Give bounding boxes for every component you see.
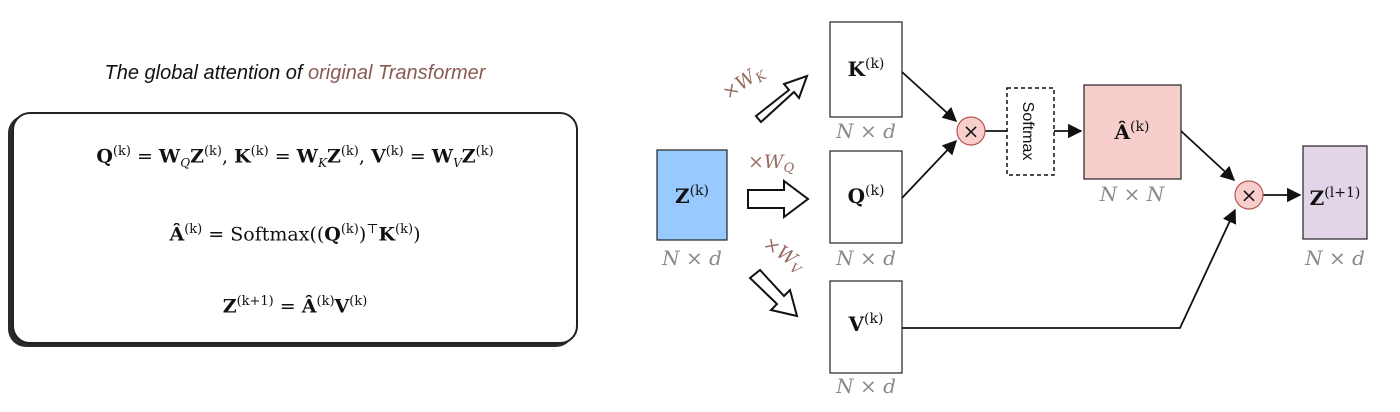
multiply-op-2 [1234,180,1264,210]
output-box [1302,145,1368,240]
v-dim: N × d [835,374,896,398]
caption-highlight: original Transformer [308,62,486,84]
wq-label: ×WQ [748,151,794,176]
caption-text: The global attention of [104,62,308,84]
k-dim: N × d [835,119,896,143]
wk-arrow [754,74,809,124]
attention-matrix-dim: N × N [1099,182,1166,206]
q-label: Q(k) [848,183,885,208]
figure-caption: The global attention of original Transfo… [0,62,590,85]
multiply-op-1 [956,116,986,146]
attention-diagram: Z(k) N × d K(k) N × d Q(k) N × d V(k) N … [656,21,1368,398]
equation-qkv: Q(k) = WQZ(k), K(k) = WKZ(k), V(k) = WVZ… [96,144,494,171]
equation-attention: Â(k) = Softmax((Q(k))⊤K(k)) [169,222,421,246]
softmax-label: Softmax [1019,102,1036,161]
k-box [829,21,903,118]
q-box [829,150,903,244]
v-label: V(k) [848,311,884,336]
q-to-mul-arrow [901,139,957,199]
multiply-op-1-symbol: × [963,119,980,143]
output-label: Z(l+1) [1310,185,1361,210]
z-input-box [656,149,728,241]
multiply-op-2-symbol: × [1241,183,1258,207]
v-to-mul-arrow [902,208,1237,329]
wv-arrow [748,268,799,318]
attention-matrix-box [1083,84,1182,180]
v-box [829,280,903,374]
z-input-dim: N × d [661,246,722,270]
z-input-label: Z(k) [675,183,709,208]
attention-matrix-label: Â(k) [1114,119,1150,144]
wk-label: ×WK [718,59,770,106]
wq-arrow [747,179,810,219]
wv-label: ×WV [757,232,809,279]
k-label: K(k) [848,56,885,81]
a-to-mul-arrow [1180,130,1236,181]
equation-box: Q(k) = WQZ(k), K(k) = WKZ(k), V(k) = WVZ… [12,112,578,344]
q-dim: N × d [835,246,896,270]
k-to-mul-arrow [901,71,958,122]
softmax-box [1006,87,1055,176]
output-dim: N × d [1304,246,1365,270]
equation-output: Z(k+1) = Â(k)V(k) [222,294,368,318]
